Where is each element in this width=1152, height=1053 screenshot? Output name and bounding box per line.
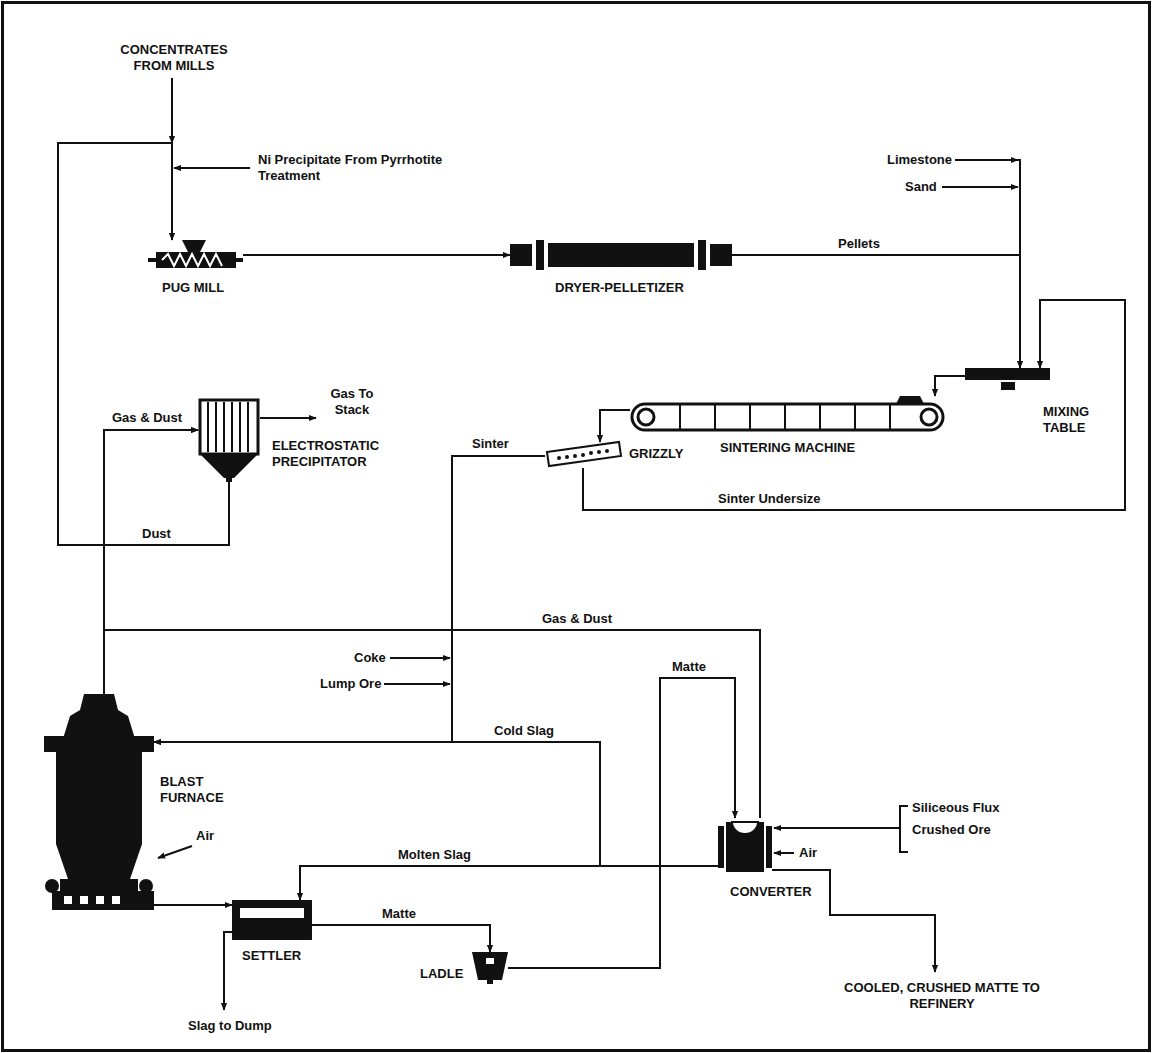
limestone-arrow: [990, 159, 1018, 161]
equipment-label: MIXING TABLE: [1043, 404, 1105, 436]
equipment-label: CONVERTER: [730, 884, 812, 900]
equipment-label: SETTLER: [242, 948, 301, 964]
equipment-icon: [148, 240, 243, 270]
equipment-label: GRIZZLY: [629, 446, 683, 462]
equipment-node: DRYER-PELLETIZER: [510, 240, 732, 270]
equipment-node: PUG MILL: [148, 240, 243, 270]
stream-note: Air: [797, 845, 819, 861]
ni-precipitate-line: [174, 167, 250, 169]
stream-note: Ni Precipitate From Pyrrhotite Treatment: [256, 152, 450, 184]
stream-note: Siliceous Flux: [910, 800, 1001, 816]
flow-line: [935, 376, 965, 396]
stream-note: Limestone: [885, 152, 954, 168]
equipment-node: MIXING TABLE: [965, 368, 1050, 392]
equipment-node: SETTLER: [232, 900, 312, 940]
stream-note: CONCENTRATES FROM MILLS: [102, 42, 246, 74]
flux-bracket: [900, 806, 908, 852]
stream-note: Lump Ore: [318, 676, 383, 692]
flow-line: [154, 742, 718, 866]
stream-note: Air: [194, 828, 216, 844]
equipment-label: SINTERING MACHINE: [720, 440, 855, 456]
equipment-icon: [44, 694, 154, 910]
flow-line: [732, 255, 1020, 368]
concentrate-feed-line: [171, 78, 173, 143]
stream-label: Pellets: [836, 236, 882, 252]
stream-note: Gas To Stack: [318, 386, 386, 418]
flow-line: [583, 300, 1125, 510]
equipment-icon: [545, 442, 621, 468]
stream-label: Cold Slag: [492, 723, 556, 739]
equipment-icon: [965, 368, 1050, 392]
flow-line: [154, 904, 232, 906]
flow-line: [312, 925, 490, 952]
equipment-node: BLAST FURNACE: [44, 694, 154, 910]
flow-line: [154, 456, 545, 742]
stream-note: Coke: [352, 650, 388, 666]
flow-line: [104, 430, 198, 694]
equipment-label: BLAST FURNACE: [160, 774, 240, 806]
stream-label: Matte: [670, 659, 708, 675]
flow-line: [600, 410, 630, 442]
flow-line: [58, 143, 229, 545]
flux-feed-line: [774, 827, 900, 829]
limestone-line: [955, 160, 1020, 255]
equipment-label: PUG MILL: [162, 280, 224, 296]
equipment-node: GRIZZLY: [545, 442, 621, 468]
stream-label: Gas & Dust: [110, 410, 184, 426]
stream-label: Sinter: [470, 436, 511, 452]
flow-line: [243, 254, 510, 256]
furnace-air-line: [158, 846, 192, 858]
stream-note: Crushed Ore: [910, 822, 993, 838]
lump-ore-line: [384, 683, 450, 685]
stream-note: COOLED, CRUSHED MATTE TO REFINERY: [830, 980, 1054, 1012]
equipment-label: ELECTROSTATIC PRECIPITATOR: [272, 438, 402, 470]
equipment-node: SINTERING MACHINE: [630, 396, 945, 432]
stream-label: Matte: [380, 906, 418, 922]
stream-label: Dust: [140, 526, 173, 542]
converter-air-line: [774, 852, 794, 854]
equipment-label: DRYER-PELLETIZER: [555, 280, 684, 296]
equipment-node: ELECTROSTATIC PRECIPITATOR: [198, 398, 260, 482]
stream-note: Sand: [903, 179, 939, 195]
equipment-icon: [718, 818, 772, 876]
sand-line: [942, 186, 1018, 188]
slag-dump-line: [224, 932, 232, 1010]
equipment-icon: [232, 900, 312, 940]
stream-label: Molten Slag: [396, 847, 473, 863]
equipment-icon: [630, 396, 945, 432]
stream-label: Gas & Dust: [540, 611, 614, 627]
flow-line: [104, 430, 760, 818]
coke-line: [390, 657, 450, 659]
stream-label: Sinter Undersize: [716, 491, 823, 507]
equipment-node: CONVERTER: [718, 818, 772, 876]
flow-line: [300, 866, 718, 900]
equipment-node: LADLE: [472, 952, 508, 984]
equipment-icon: [198, 398, 260, 482]
stream-note: Slag to Dump: [186, 1018, 274, 1034]
equipment-icon: [472, 952, 508, 984]
flow-line: [508, 678, 735, 968]
equipment-icon: [510, 240, 732, 270]
stack-gas-line: [260, 417, 316, 419]
equipment-label: LADLE: [420, 966, 463, 982]
